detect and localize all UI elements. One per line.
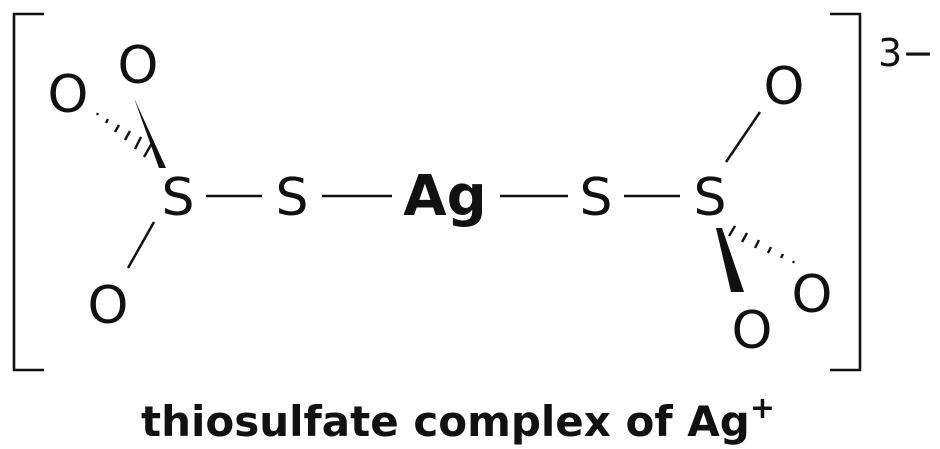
- right-single-bond-s-o: [724, 111, 762, 163]
- right-atom-o-right: O: [792, 265, 833, 325]
- caption-main: thiosulfate complex of Ag: [141, 397, 750, 446]
- right-hashed-bond: [727, 225, 796, 264]
- caption-superscript: +: [750, 391, 775, 426]
- right-atom-s-sulfonyl: S: [693, 168, 726, 228]
- right-atom-s-bridge: S: [579, 168, 612, 228]
- right-wedge-bond: [716, 228, 744, 292]
- left-atom-o-bottom: O: [88, 276, 129, 336]
- left-atom-s-bridge: S: [275, 168, 308, 228]
- right-bracket: [830, 12, 862, 372]
- right-atom-o-top: O: [764, 57, 805, 117]
- left-bracket: [12, 12, 44, 372]
- left-hashed-bond: [95, 112, 154, 158]
- caption-text: thiosulfate complex of Ag+: [141, 391, 775, 446]
- left-wedge-bond: [134, 98, 166, 168]
- charge-label: 3−: [878, 31, 934, 75]
- center-atom-ag: Ag: [403, 164, 486, 229]
- left-atom-o-top: O: [118, 36, 159, 96]
- right-atom-o-bottom: O: [732, 301, 773, 361]
- left-atom-o-left: O: [48, 65, 89, 125]
- left-atom-s-sulfonyl: S: [161, 168, 194, 228]
- left-single-bond-s-o: [126, 221, 156, 269]
